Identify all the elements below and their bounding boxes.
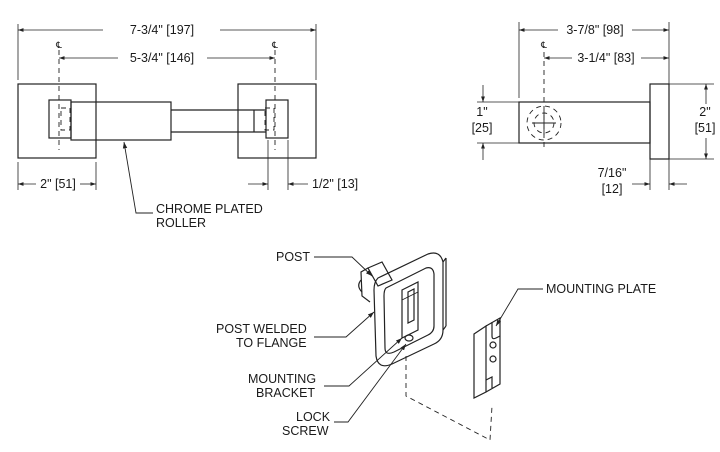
roller-dia-line1: 1" [476, 105, 487, 119]
roller-callout: CHROME PLATED ROLLER [122, 141, 263, 230]
roller-dia-line2: [25] [472, 121, 493, 135]
flange-width-dimension: 2" [51] [18, 177, 96, 191]
mounting-plate-label: MOUNTING PLATE [546, 282, 656, 296]
mounting-bracket [401, 281, 419, 342]
mounting-bracket-line2: BRACKET [256, 386, 315, 400]
flange-width-label: 2" [51] [40, 177, 76, 191]
front-view: 7-3/4" [197] ℄ ℄ 5-3/4" [146] [17, 23, 358, 230]
flange-side [649, 83, 670, 160]
overall-depth-dimension: 3-7/8" [98] [519, 23, 669, 37]
side-centerline-mark: ℄ [540, 40, 547, 50]
flange-thickness-line2: [12] [602, 182, 623, 196]
flange-thickness-line1: 7/16" [598, 166, 627, 180]
assembly-view: POST POST WELDED TO FLANGE MOUNTING BRAC… [216, 250, 656, 441]
flange-height-line2: [51] [695, 121, 716, 135]
post-offset-label: 1/2" [13] [312, 177, 358, 191]
post-offset-dimension: 1/2" [13] [248, 177, 358, 191]
overall-depth-label: 3-7/8" [98] [566, 23, 623, 37]
lock-screw-line1: LOCK [296, 410, 331, 424]
centerline-mark-right: ℄ [271, 40, 278, 50]
flange-thickness-dimension: 7/16" [12] [598, 159, 687, 196]
flange-height-line1: 2" [699, 105, 710, 119]
overall-width-dimension: 7-3/4" [197] [18, 23, 316, 37]
flange-height-dimension: 2" [51] [669, 83, 716, 160]
roller-label-line1: CHROME PLATED [156, 202, 263, 216]
centerline-mark-left: ℄ [55, 40, 62, 50]
right-post [265, 99, 289, 139]
assembly-path [405, 356, 493, 441]
post-welded-line2: TO FLANGE [236, 336, 307, 350]
roller-label-line2: ROLLER [156, 216, 206, 230]
right-flange [237, 83, 317, 159]
roller [70, 101, 266, 141]
centerline-depth-label: 3-1/4" [83] [577, 51, 634, 65]
side-view: ℄ 3-7/8" [98] 3-1/4" [83] 1" [ [472, 22, 716, 196]
left-post [48, 99, 72, 139]
mounting-bracket-line1: MOUNTING [248, 372, 316, 386]
centerline-width-label: 5-3/4" [146] [130, 51, 194, 65]
centerline-depth-dimension: 3-1/4" [83] [544, 51, 669, 65]
left-flange [17, 83, 97, 159]
roller-side [518, 101, 651, 144]
roller-diameter-dimension: 1" [25] [472, 85, 519, 160]
post-welded-line1: POST WELDED [216, 322, 307, 336]
overall-width-label: 7-3/4" [197] [130, 23, 194, 37]
post-stub [358, 261, 393, 303]
centerline-width-dimension: 5-3/4" [146] [58, 51, 275, 65]
flange-frame [373, 252, 447, 367]
mounting-plate-part [473, 316, 501, 399]
post-label: POST [276, 250, 310, 264]
lock-screw-line2: SCREW [282, 424, 329, 438]
